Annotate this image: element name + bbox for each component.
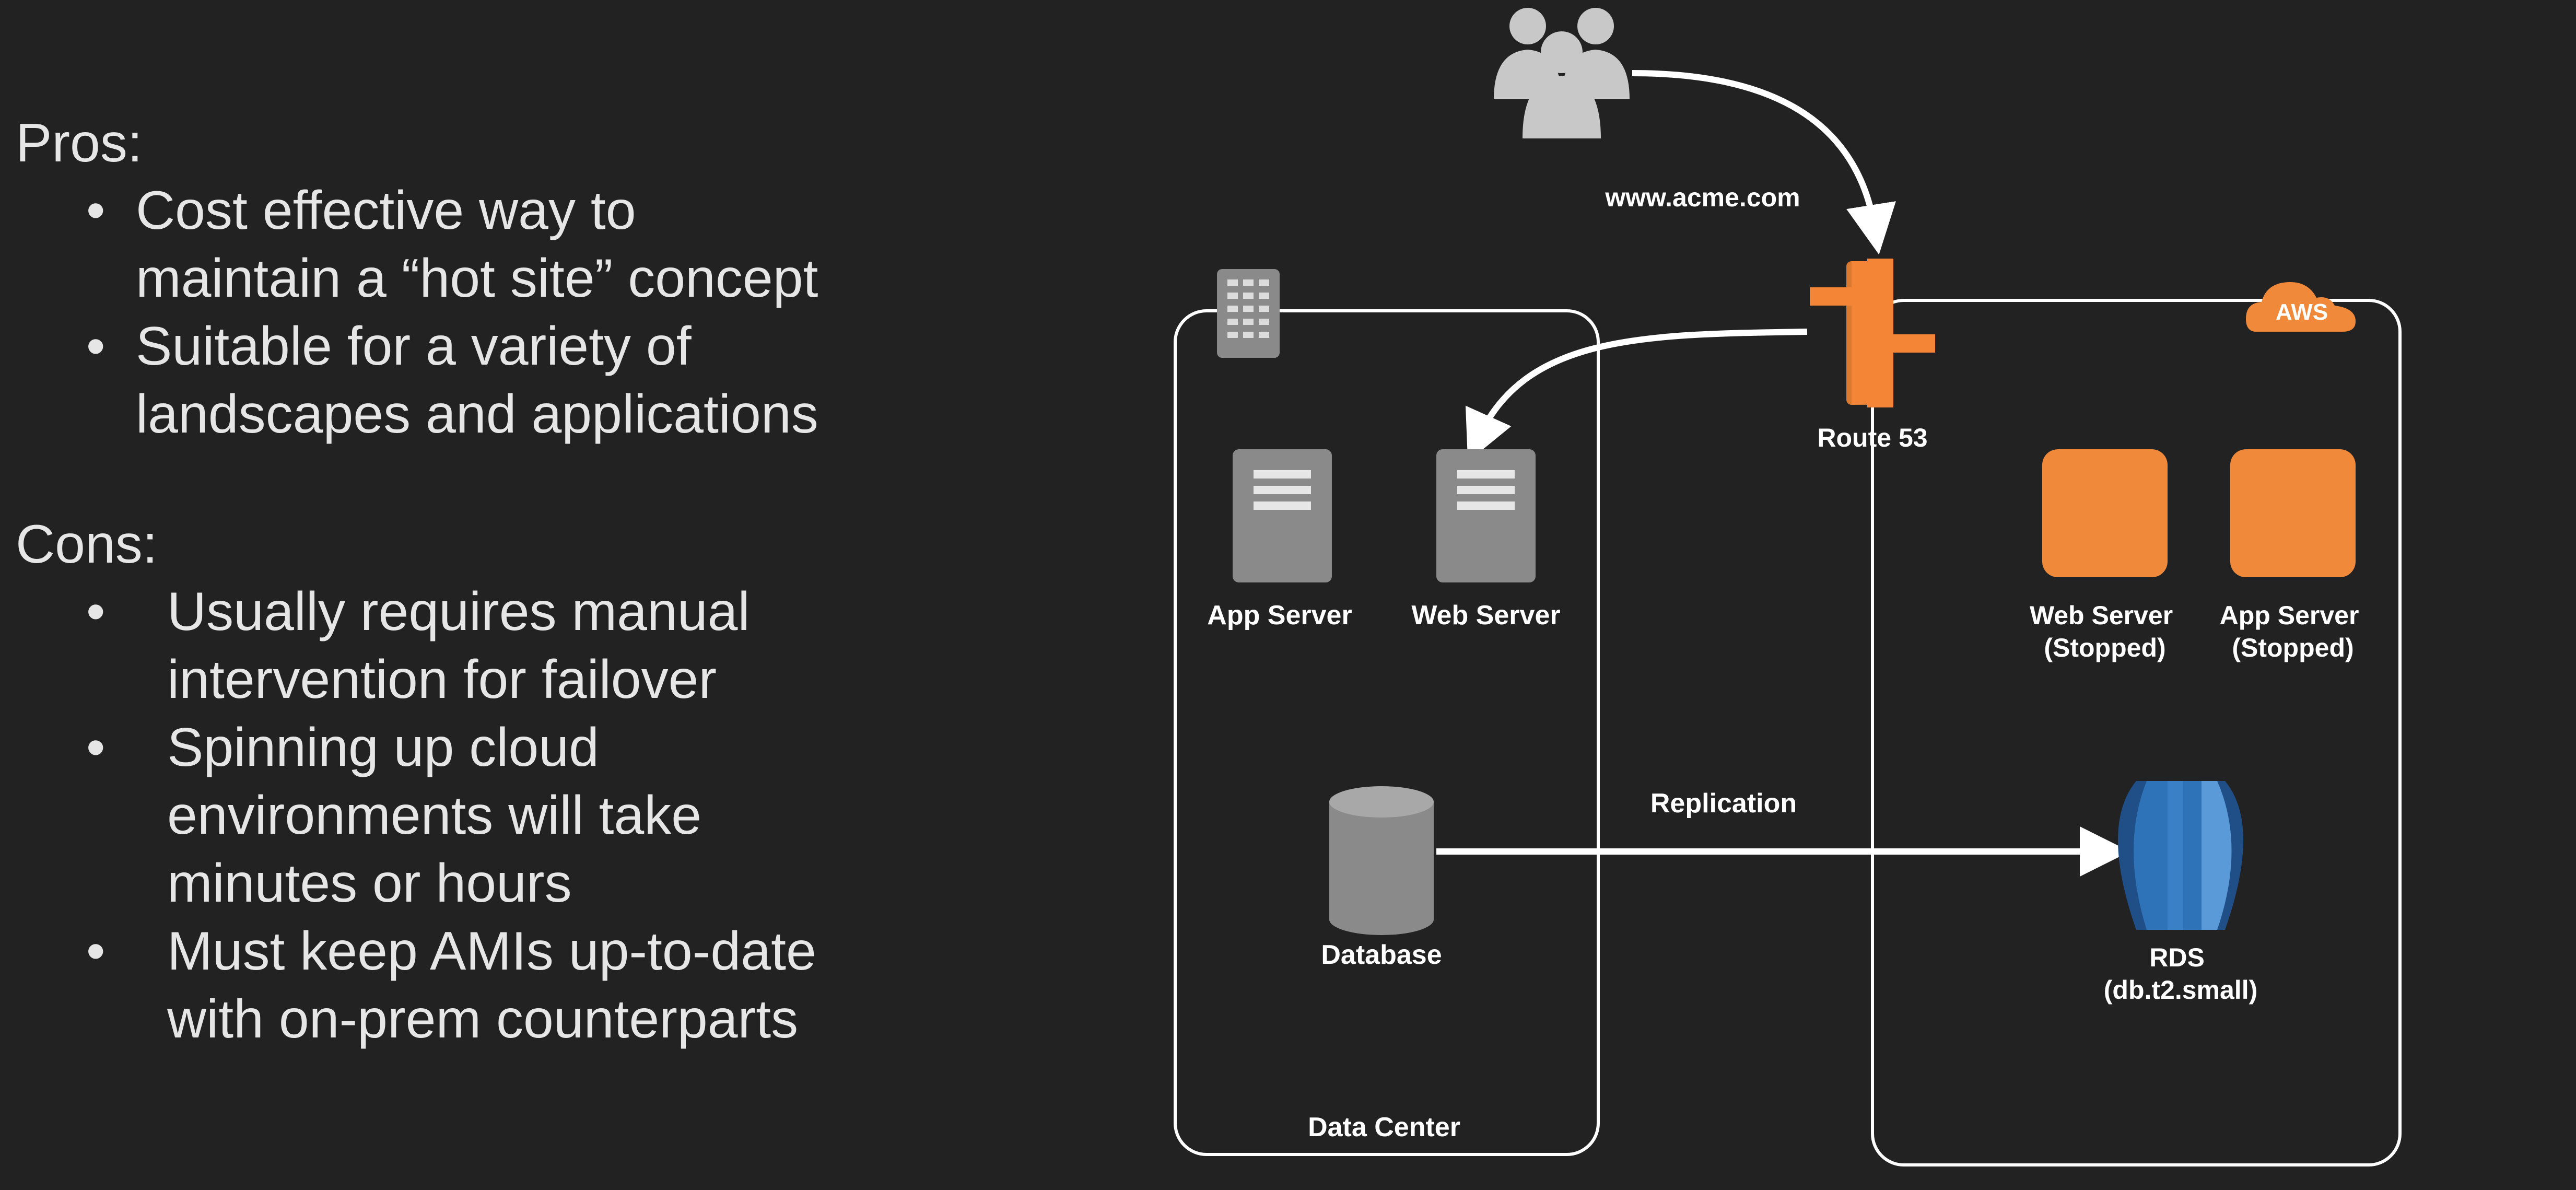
web-server-icon [1436, 449, 1536, 582]
building-icon [1217, 269, 1280, 358]
aws-app-server-state: (Stopped) [2232, 633, 2353, 662]
datacenter-label: Data Center [1308, 1112, 1460, 1142]
datacenter-box [1174, 309, 1600, 1156]
bullet: • [86, 921, 106, 982]
bullet: • [86, 717, 106, 778]
rds-label: RDS (db.t2.small) [2104, 943, 2257, 1005]
request-arrow [1632, 70, 1896, 255]
aws-app-server-label: App Server (Stopped) [2220, 601, 2367, 662]
routing-arrow [1465, 329, 1808, 462]
rds-instance-type: (db.t2.small) [2104, 975, 2257, 1005]
list-item: • Suitable for a variety of landscapes a… [16, 312, 956, 448]
aws-app-server-name: App Server [2220, 601, 2359, 630]
app-server-label: App Server [1207, 600, 1352, 631]
aws-web-server-state: (Stopped) [2044, 633, 2165, 662]
database-label: Database [1321, 940, 1442, 970]
users-icon [1494, 8, 1630, 138]
replication-label: Replication [1650, 788, 1797, 819]
app-server-icon [1233, 449, 1332, 582]
list-item-text: environments will take [167, 785, 702, 846]
list-item-text: landscapes and applications [136, 384, 818, 445]
cons-heading: Cons: [16, 514, 158, 575]
list-item-text: Must keep AMIs up-to-date [167, 921, 816, 982]
bullet: • [86, 316, 106, 377]
route53-label: Route 53 [1817, 423, 1927, 452]
list-item-text: intervention for failover [167, 649, 717, 710]
domain-label: www.acme.com [1605, 183, 1800, 212]
list-item: • Spinning up cloud environments will ta… [16, 714, 956, 917]
list-item-text: Suitable for a variety of [136, 316, 692, 377]
aws-web-server-name: Web Server [2030, 601, 2173, 630]
cons-list: • Usually requires manual intervention f… [16, 578, 956, 1053]
route53-icon [1810, 259, 1935, 407]
pros-heading: Pros: [16, 113, 143, 173]
database-icon [1329, 786, 1434, 935]
aws-box [1871, 299, 2402, 1166]
list-item: • Must keep AMIs up-to-date with on-prem… [16, 917, 956, 1053]
rds-name: RDS [2149, 943, 2205, 972]
list-item-text: minutes or hours [167, 853, 572, 914]
list-item: • Usually requires manual intervention f… [16, 578, 956, 714]
list-item: • Cost effective way to maintain a “hot … [16, 177, 956, 312]
list-item-text: Spinning up cloud [167, 717, 599, 778]
list-item-text: maintain a “hot site” concept [136, 248, 818, 309]
aws-badge-label: AWS [2276, 299, 2328, 325]
list-item-text: Cost effective way to [136, 180, 636, 241]
web-server-label: Web Server [1411, 600, 1560, 631]
bullet: • [86, 180, 106, 241]
rds-icon [2118, 781, 2243, 930]
pros-list: • Cost effective way to maintain a “hot … [16, 177, 956, 448]
aws-app-server-icon [2230, 449, 2356, 577]
list-item-text: Usually requires manual [167, 581, 750, 642]
aws-web-server-icon [2042, 449, 2168, 577]
aws-cloud-icon: AWS [2246, 282, 2356, 332]
text-column: Pros: • Cost effective way to maintain a… [16, 110, 956, 1053]
list-item-text: with on-prem counterparts [167, 989, 799, 1049]
bullet: • [86, 581, 106, 642]
aws-web-server-label: Web Server (Stopped) [2030, 601, 2180, 662]
